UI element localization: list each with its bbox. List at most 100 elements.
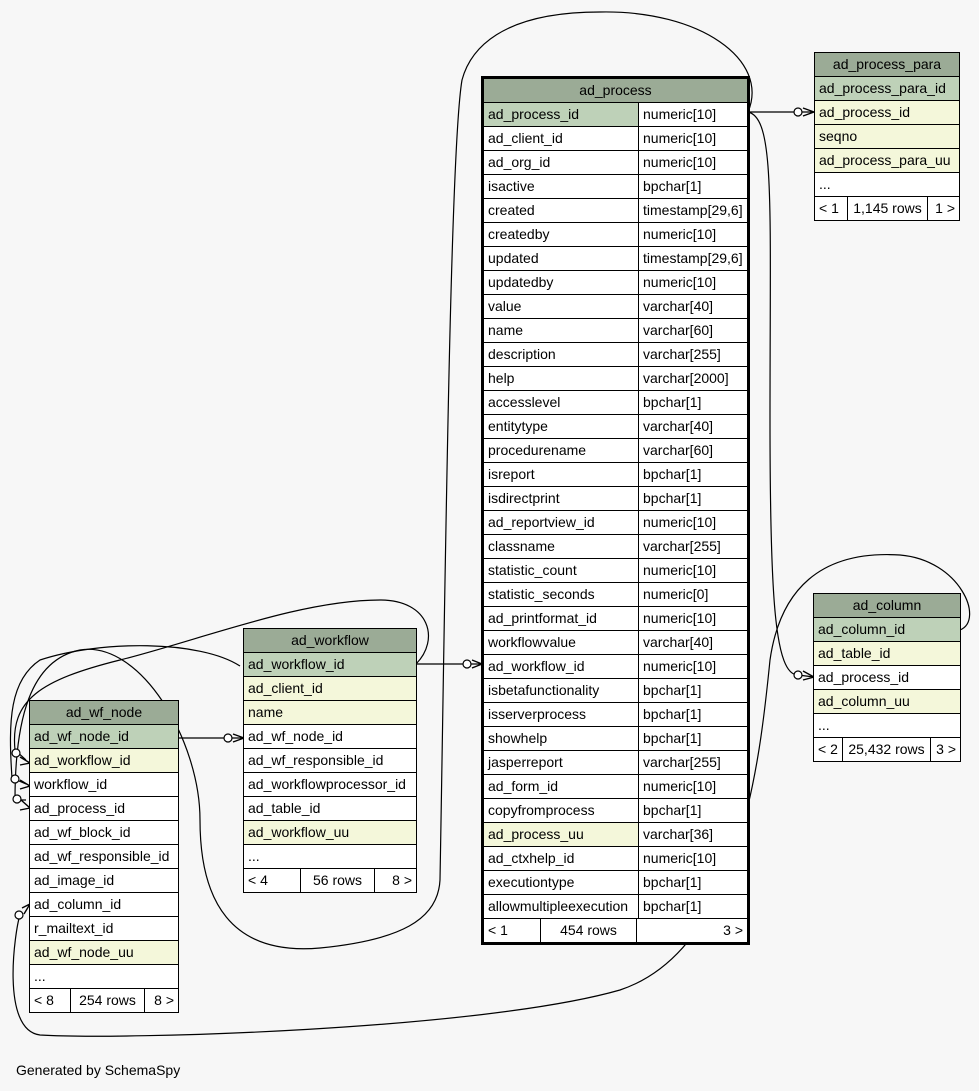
edge-wfnode-workflow2	[9, 645, 241, 785]
footer-prev[interactable]: < 4	[248, 872, 268, 888]
edge-wfnode-process	[14, 11, 753, 950]
footer-next[interactable]: 8 >	[374, 869, 416, 892]
column-type: varchar[255]	[638, 751, 747, 774]
table-row: ad_wf_node_uu	[30, 941, 178, 965]
column-type: varchar[255]	[638, 535, 747, 558]
table-row: seqno	[815, 125, 959, 149]
table-row: ...	[814, 714, 960, 738]
column-type: bpchar[1]	[638, 871, 747, 894]
column-name: ad_workflow_id	[488, 658, 585, 674]
table-row: executiontype bpchar[1]	[484, 871, 747, 895]
table-row: name varchar[60]	[484, 319, 747, 343]
column-name: updatedby	[488, 274, 554, 290]
column-name: procedurename	[488, 442, 587, 458]
edge-marker	[12, 794, 22, 804]
edge-marker	[793, 670, 803, 680]
row-count: 56 rows	[300, 869, 374, 892]
footer-next[interactable]: 1 >	[927, 197, 959, 220]
table-row: ad_wf_node_id	[244, 725, 416, 749]
table-row: isactive bpchar[1]	[484, 175, 747, 199]
column-name: name	[244, 701, 416, 724]
table-row: ad_workflowprocessor_id	[244, 773, 416, 797]
column-name: ad_process_id	[818, 669, 910, 685]
edge-marker	[10, 774, 20, 784]
column-type: varchar[40]	[638, 631, 747, 654]
column-type: varchar[255]	[638, 343, 747, 366]
column-type: numeric[10]	[638, 655, 747, 678]
footer-prev[interactable]: < 1	[488, 922, 508, 938]
column-name: ad_wf_node_id	[30, 725, 178, 748]
footer-prev[interactable]: < 8	[34, 992, 54, 1008]
table-row: r_mailtext_id	[30, 917, 178, 941]
table-row: ...	[30, 965, 178, 989]
table-row: ad_wf_node_id	[30, 725, 178, 749]
footer-prev[interactable]: < 2	[818, 741, 838, 757]
column-type: bpchar[1]	[638, 391, 747, 414]
table-header: ad_process	[484, 79, 747, 103]
column-name: ad_wf_block_id	[34, 824, 131, 840]
table-row: ad_table_id	[814, 642, 960, 666]
column-type: bpchar[1]	[638, 175, 747, 198]
edge-marker	[11, 748, 21, 758]
column-name: name	[488, 322, 524, 338]
footer-next[interactable]: 3 >	[930, 738, 960, 761]
table-row: ad_process_para_id	[815, 77, 959, 101]
column-name: ad_printformat_id	[488, 610, 597, 626]
table-row: ad_column_id	[30, 893, 178, 917]
column-name: statistic_count	[488, 562, 577, 578]
row-count: 254 rows	[70, 989, 144, 1012]
table-header: ad_workflow	[244, 629, 416, 653]
column-name: r_mailtext_id	[34, 920, 114, 936]
row-count: 25,432 rows	[842, 738, 930, 761]
column-type: numeric[10]	[638, 511, 747, 534]
table-row: ad_process_id	[30, 797, 178, 821]
column-type: timestamp[29,6]	[638, 199, 747, 222]
column-name: ad_process_id	[815, 101, 959, 124]
column-name: isserverprocess	[488, 706, 587, 722]
column-type: varchar[60]	[638, 319, 747, 342]
column-name: statistic_seconds	[488, 586, 595, 602]
column-type: numeric[10]	[638, 223, 747, 246]
column-name: isreport	[488, 466, 535, 482]
table-row: ad_image_id	[30, 869, 178, 893]
column-name: updated	[488, 250, 539, 266]
column-name: ad_ctxhelp_id	[488, 850, 575, 866]
table-row: ad_workflow_uu	[244, 821, 416, 845]
column-name: ad_workflow_uu	[244, 821, 416, 844]
table-row: ...	[244, 845, 416, 869]
footer-prev[interactable]: < 1	[819, 200, 839, 216]
column-name: executiontype	[488, 874, 575, 890]
footer-next[interactable]: 8 >	[144, 989, 178, 1012]
column-name: ad_workflow_id	[30, 749, 178, 772]
column-name: classname	[488, 538, 555, 554]
table-header: ad_column	[814, 594, 960, 618]
column-type: bpchar[1]	[638, 463, 747, 486]
footer-next[interactable]: 3 >	[636, 919, 747, 942]
column-name: createdby	[488, 226, 550, 242]
column-type: bpchar[1]	[638, 799, 747, 822]
column-type: numeric[10]	[638, 127, 747, 150]
column-name: isactive	[488, 178, 535, 194]
column-name: seqno	[815, 125, 959, 148]
table-row: classname varchar[255]	[484, 535, 747, 559]
column-type: numeric[10]	[638, 559, 747, 582]
column-name: ad_client_id	[244, 677, 416, 700]
